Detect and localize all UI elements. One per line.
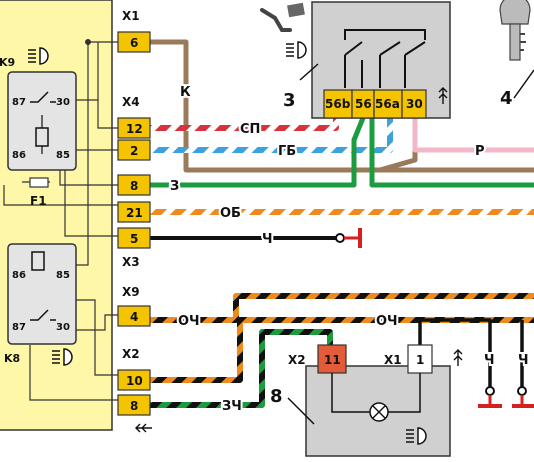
relay-k9-pin-30: 30	[56, 97, 70, 108]
relay-k9-label: K9	[0, 56, 15, 69]
wire-label-ch-3: Ч	[518, 353, 529, 368]
lamp-8-number: 8	[270, 386, 283, 407]
svg-text:1: 1	[416, 353, 424, 367]
headlight-icon	[28, 47, 49, 65]
relay-k8-pin-30: 30	[56, 322, 70, 333]
svg-text:10: 10	[126, 374, 143, 388]
ignition-4-number: 4	[500, 88, 513, 109]
arrows-icon	[135, 423, 152, 433]
wire-label-ch-2: Ч	[484, 353, 495, 368]
svg-text:56: 56	[355, 97, 372, 111]
headlight-icon	[52, 348, 73, 366]
wire-labels: К СП ГБ Р З ОБ Ч ОЧ ОЧ ЗЧ Ч Ч	[168, 83, 531, 416]
pin-x4-8	[117, 174, 151, 196]
relay-k9-pin-87: 87	[12, 97, 26, 108]
arrows-icon	[453, 349, 463, 366]
relay-k9-contact	[30, 91, 56, 103]
wire-label-z: З	[170, 179, 179, 194]
lamp-8-internal	[331, 373, 421, 413]
headlight-icon	[286, 41, 307, 59]
svg-text:30: 30	[406, 97, 423, 111]
pin-x4-2	[117, 139, 151, 161]
svg-text:8: 8	[130, 179, 138, 193]
wire-k-to-switch	[379, 118, 418, 173]
wire-label-och-1: ОЧ	[178, 314, 200, 329]
relay-k8-pin-87: 87	[12, 322, 26, 333]
svg-text:12: 12	[126, 122, 143, 136]
wire-och-1	[150, 293, 534, 323]
ground-terminal	[335, 228, 362, 248]
wire-label-p: Р	[475, 144, 485, 159]
connector-x3-label: X3	[122, 255, 140, 269]
wire-lamp-ground	[418, 318, 492, 390]
lamp-8-x1-label: X1	[384, 353, 402, 367]
svg-text:5: 5	[130, 232, 138, 246]
lamp-8-socket-x1-1	[407, 344, 433, 374]
wire-label-gb: ГБ	[278, 144, 296, 159]
wire-label-zch: ЗЧ	[222, 399, 242, 414]
pin-x4-21	[117, 201, 151, 223]
ground-terminal	[478, 386, 502, 408]
wire-gb	[150, 118, 393, 153]
pin-x4-5	[117, 227, 151, 249]
connector-pins: 6 12 2 8 21 5 4 10 8	[117, 31, 151, 416]
svg-text:4: 4	[130, 310, 138, 324]
wire-label-ch: Ч	[262, 232, 273, 247]
connector-x4-label: X4	[122, 95, 140, 109]
lamp-8-leader	[287, 397, 315, 425]
svg-text:56b: 56b	[325, 97, 351, 111]
relay-k8	[7, 243, 77, 345]
relay-k9-pin-85: 85	[56, 150, 70, 161]
arrows-icon	[438, 87, 448, 104]
svg-text:11: 11	[324, 353, 341, 367]
lamp-8-x2-label: X2	[288, 353, 306, 367]
wire-z	[150, 117, 366, 188]
switch-3-leader	[299, 63, 319, 81]
ground-terminal	[512, 386, 534, 408]
connector-x2-label: X2	[122, 347, 140, 361]
lamp-icon	[369, 402, 389, 422]
svg-text:56a: 56a	[375, 97, 400, 111]
headlight-icon	[406, 427, 427, 445]
relay-k9-pin-86: 86	[12, 150, 26, 161]
switch-3-number: 3	[283, 90, 296, 111]
fuse-f1	[29, 177, 49, 188]
wire-label-ob: ОБ	[220, 206, 241, 221]
wire-p	[412, 118, 534, 153]
wire-label-och-2: ОЧ	[376, 314, 398, 329]
relay-k8-pin-85: 85	[56, 270, 70, 281]
pin-x9-4	[117, 305, 151, 327]
connector-x1-label: X1	[122, 9, 140, 23]
foot-pedal-icon	[260, 2, 305, 32]
wire-sp	[150, 118, 339, 131]
wire-z-right	[369, 118, 534, 188]
wire-zch	[150, 329, 333, 408]
pin-x4-12	[117, 117, 151, 139]
svg-text:6: 6	[130, 36, 138, 50]
internal-wiring	[3, 38, 118, 401]
fuse-f1-label: F1	[30, 194, 47, 208]
ignition-4-leader	[513, 69, 534, 99]
wire-k	[150, 39, 534, 173]
wires	[150, 39, 534, 408]
svg-text:8: 8	[130, 399, 138, 413]
wire-label-k: К	[180, 85, 191, 100]
pin-x2-10	[117, 369, 151, 391]
svg-text:2: 2	[130, 144, 138, 158]
switch-3-pins: 56b 56 56a 30	[323, 89, 427, 119]
wire-label-sp: СП	[240, 122, 260, 137]
relay-k8-label: K8	[4, 352, 20, 365]
svg-text:21: 21	[126, 206, 143, 220]
relay-k8-contact	[30, 309, 56, 321]
switch-3-contacts	[344, 29, 426, 88]
wire-och-2	[150, 317, 534, 383]
pin-x2-8	[117, 394, 151, 416]
relay-k8-pin-86: 86	[12, 270, 26, 281]
relay-k8-coil	[31, 251, 45, 271]
pin-x1-6	[117, 31, 151, 53]
connector-x9-label: X9	[122, 285, 140, 299]
key-icon	[499, 0, 531, 61]
